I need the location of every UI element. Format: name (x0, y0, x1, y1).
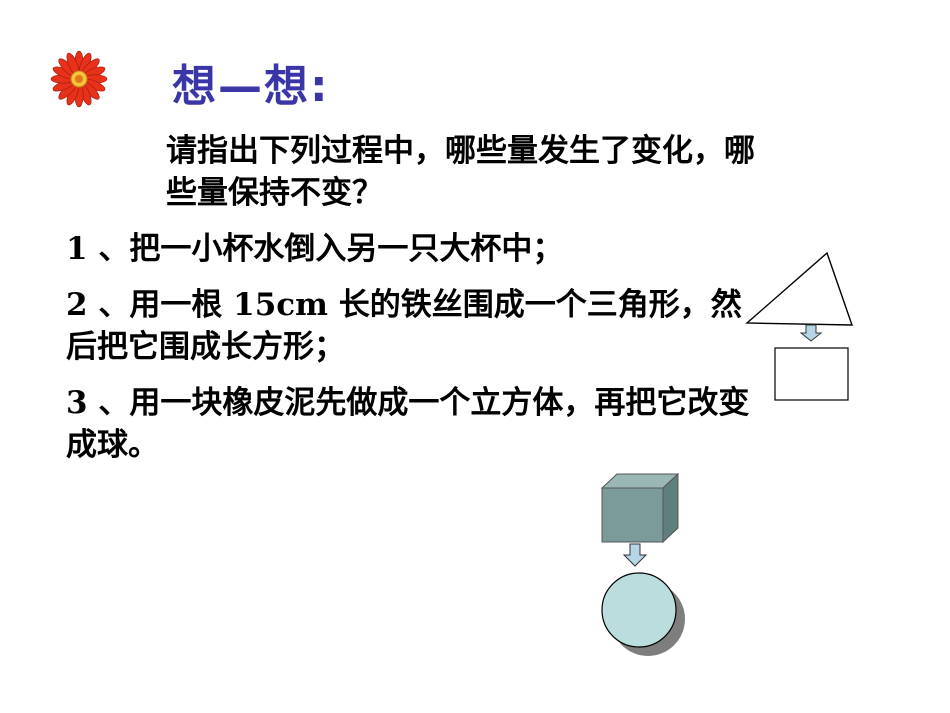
red-flower-icon (50, 50, 108, 108)
rectangle-shape (774, 347, 849, 401)
sphere-shape (601, 572, 677, 648)
down-arrow-icon (799, 324, 823, 342)
list-item: 2 、用一根 15cm 长的铁丝围成一个三角形，然后把它围成长方形； (66, 287, 742, 365)
slide-title: 想—想: (172, 61, 330, 112)
question-text: 请指出下列过程中，哪些量发生了变化，哪些量保持不变？ 1 、把一小杯水倒入另一只… (66, 130, 766, 480)
triangle-shape (745, 251, 853, 326)
cube-shape (600, 472, 680, 544)
intro-paragraph: 请指出下列过程中，哪些量发生了变化，哪些量保持不变？ (166, 133, 755, 211)
list-item: 3 、用一块橡皮泥先做成一个立方体，再把它改变成球。 (66, 385, 750, 463)
down-arrow-icon (622, 543, 648, 567)
list-item: 1 、把一小杯水倒入另一只大杯中； (66, 231, 564, 267)
